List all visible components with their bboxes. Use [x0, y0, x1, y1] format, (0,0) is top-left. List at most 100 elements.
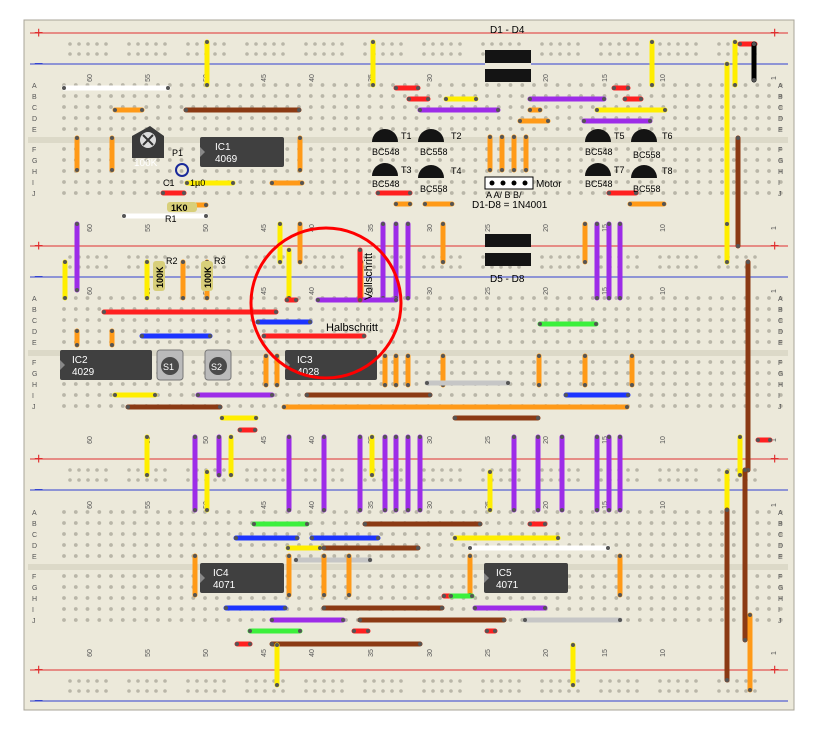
- hole: [449, 191, 454, 195]
- hole: [426, 147, 431, 151]
- hole: [109, 585, 113, 589]
- rail-hole: [281, 265, 285, 269]
- rail-hole: [381, 52, 385, 56]
- hole: [461, 532, 466, 536]
- rail-hole: [281, 478, 285, 482]
- hole: [226, 296, 231, 300]
- hole: [438, 83, 442, 87]
- wire-end: [394, 202, 398, 206]
- hole: [461, 296, 466, 300]
- hole: [238, 191, 243, 195]
- rail-hole: [517, 42, 521, 46]
- hole: [520, 596, 525, 600]
- hole: [320, 180, 325, 184]
- row-letter: I: [32, 180, 34, 187]
- hole: [156, 585, 160, 589]
- hole: [355, 340, 360, 344]
- column-number: 10: [660, 224, 667, 232]
- hole: [167, 116, 172, 120]
- hole: [731, 382, 736, 386]
- wire-end: [736, 136, 740, 140]
- hole: [508, 83, 513, 87]
- hole: [426, 340, 431, 344]
- hole: [73, 191, 78, 195]
- rail-hole: [68, 255, 72, 259]
- rail-hole: [576, 478, 580, 482]
- hole: [778, 521, 783, 525]
- hole: [297, 127, 301, 131]
- hole: [461, 510, 466, 514]
- hole: [567, 318, 572, 322]
- hole: [731, 318, 736, 322]
- rail-hole: [363, 689, 367, 693]
- rail-hole: [567, 255, 571, 259]
- resistor-r3: 100K R3: [201, 256, 226, 291]
- hole: [485, 307, 489, 311]
- hole: [156, 105, 160, 109]
- hole: [449, 147, 454, 151]
- hole: [156, 169, 160, 173]
- rail-hole: [313, 478, 317, 482]
- hole: [614, 340, 619, 344]
- hole: [449, 127, 454, 131]
- hole: [214, 127, 219, 131]
- rail-hole: [567, 689, 571, 693]
- rail-hole: [154, 42, 158, 46]
- hole: [332, 318, 337, 322]
- wire-end: [113, 393, 117, 397]
- hole: [767, 83, 771, 87]
- wire-end: [418, 508, 422, 512]
- hole: [344, 382, 348, 386]
- rail-hole: [449, 679, 453, 683]
- hole: [203, 94, 207, 98]
- rail-hole: [508, 42, 512, 46]
- wire-end: [193, 435, 197, 439]
- hole: [637, 393, 642, 397]
- hole: [156, 510, 160, 514]
- wire-end: [418, 435, 422, 439]
- hole: [144, 382, 149, 386]
- wire-end: [594, 322, 598, 326]
- hole: [590, 360, 595, 364]
- wire-end: [453, 416, 457, 420]
- hole: [673, 180, 677, 184]
- row-letter: B: [778, 94, 783, 101]
- hole: [355, 180, 360, 184]
- rail-hole: [399, 255, 403, 259]
- wire-end: [75, 288, 79, 292]
- hole: [438, 180, 442, 184]
- hole: [520, 307, 525, 311]
- t7-type: BC548: [585, 179, 613, 189]
- hole: [543, 296, 548, 300]
- wire-end: [538, 108, 542, 112]
- hole: [367, 532, 372, 536]
- column-number: 1: [771, 226, 778, 230]
- wire-end: [493, 629, 497, 633]
- hole: [297, 510, 301, 514]
- hole: [532, 532, 536, 536]
- hole: [414, 307, 419, 311]
- rail-hole: [422, 468, 426, 472]
- hole: [179, 393, 184, 397]
- hole: [179, 554, 184, 558]
- hole: [238, 360, 243, 364]
- rail-hole: [222, 679, 226, 683]
- hole: [344, 127, 348, 131]
- rail-plus-label: +: [34, 238, 43, 255]
- rail-hole: [508, 265, 512, 269]
- hole: [97, 169, 102, 173]
- hole: [414, 585, 419, 589]
- hole: [473, 393, 478, 397]
- c1-label: C1: [163, 178, 175, 188]
- hole: [708, 180, 713, 184]
- hole: [308, 596, 313, 600]
- hole: [485, 127, 489, 131]
- hole: [684, 329, 689, 333]
- rail-hole: [340, 52, 344, 56]
- wire-end: [153, 393, 157, 397]
- hole: [673, 510, 677, 514]
- hole: [402, 169, 407, 173]
- hole: [191, 169, 196, 173]
- hole: [132, 510, 137, 514]
- hole: [543, 360, 548, 364]
